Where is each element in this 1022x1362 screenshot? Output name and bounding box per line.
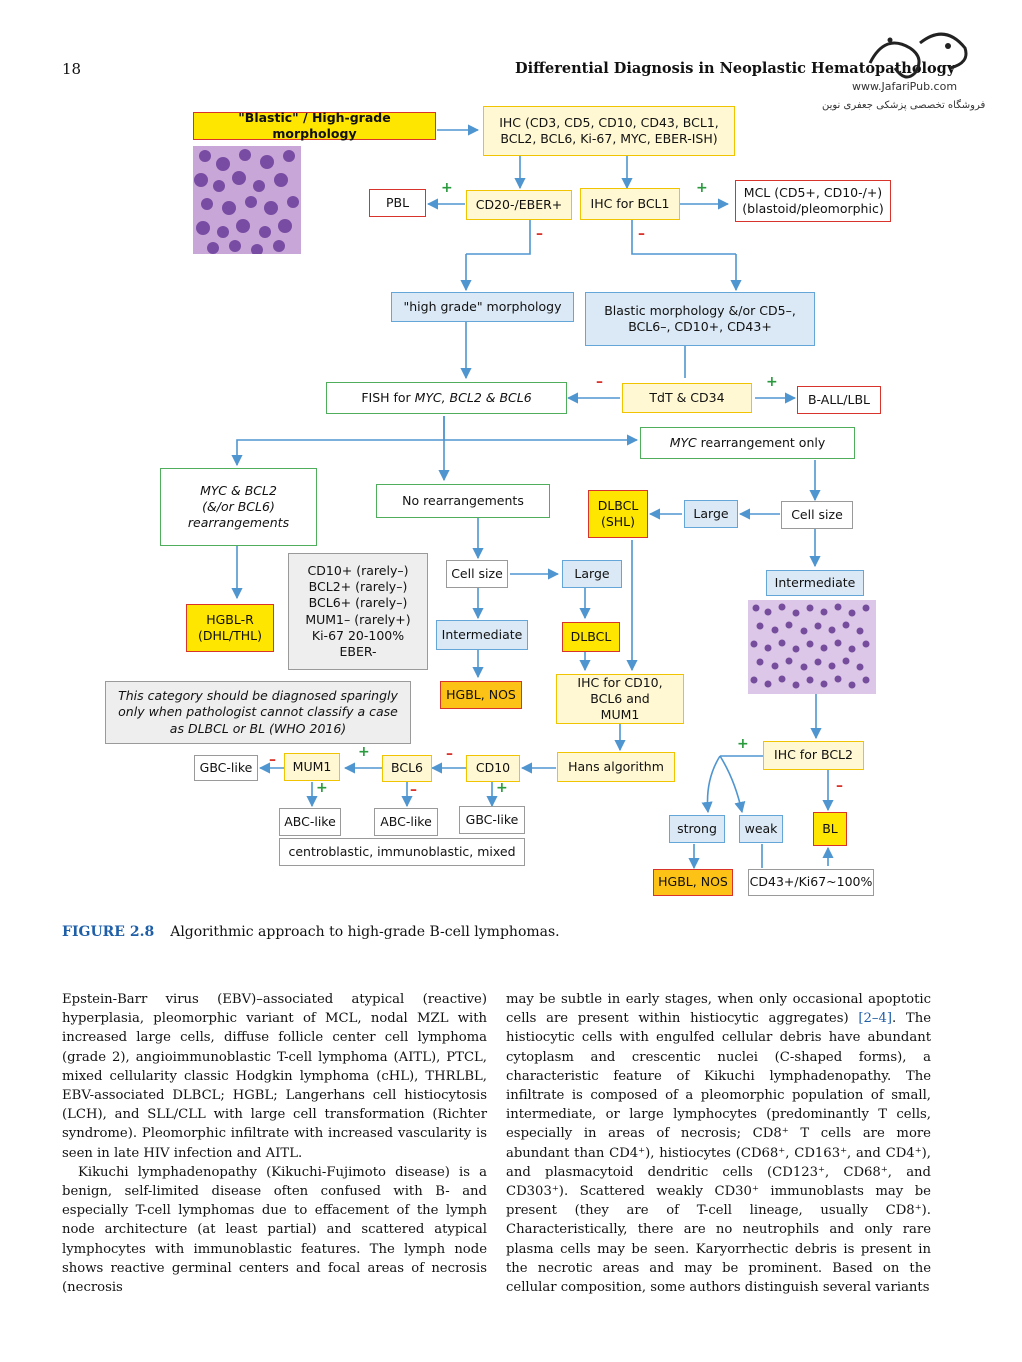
nos-note-box: This category should be diagnosed sparin… — [105, 681, 411, 744]
bcl6-box: BCL6 — [382, 755, 432, 782]
subtypes-box: centroblastic, immunoblastic, mixed — [279, 838, 525, 866]
gbc-like-left-box: GBC-like — [194, 755, 258, 781]
minus-sign: – — [596, 374, 603, 390]
minus-sign: – — [536, 226, 543, 242]
micrograph-blastic-image — [193, 146, 301, 254]
myc-only-rest: rearrangement only — [696, 434, 826, 450]
right-paragraph-rest: . The histiocytic cells with engulfed ce… — [506, 1011, 931, 1296]
myc-bcl2-rearrangements-box: MYC & BCL2 (&/or BCL6) rearrangements — [160, 468, 317, 546]
fish-box: FISH for MYC, BCL2 & BCL6 — [326, 382, 567, 414]
immuno-profile-box: CD10+ (rarely–) BCL2+ (rarely–) BCL6+ (r… — [288, 553, 428, 670]
no-rearrangements-box: No rearrangements — [376, 484, 550, 518]
weak-box: weak — [739, 815, 783, 843]
hgbl-nos-mid-box: HGBL, NOS — [440, 681, 522, 709]
plus-sign: + — [358, 744, 370, 760]
b-all-lbl-box: B-ALL/LBL — [797, 386, 881, 414]
cd43-ki67-box: CD43+/Ki67~100% — [748, 869, 874, 896]
tdt-cd34-box: TdT & CD34 — [622, 383, 752, 413]
minus-sign: – — [446, 746, 453, 762]
cd20-eber-box: CD20-/EBER+ — [466, 190, 572, 220]
watermark-url: www.JafariPub.com — [852, 80, 958, 93]
publisher-logo — [868, 32, 968, 79]
cell-size-right-box: Cell size — [781, 501, 853, 529]
hgbl-nos-right-box: HGBL, NOS — [653, 869, 733, 896]
running-title: Differential Diagnosis in Neoplastic Hem… — [515, 60, 956, 77]
right-column: may be subtle in early stages, when only… — [506, 990, 931, 1297]
intermediate-mid-box: Intermediate — [436, 620, 528, 650]
dlbcl-shl-box: DLBCL (SHL) — [588, 490, 648, 538]
left-paragraph-1: Epstein-Barr virus (EBV)–associated atyp… — [62, 992, 487, 1161]
minus-sign: – — [410, 782, 417, 798]
profile-eber: EBER- — [339, 644, 377, 659]
pbl-box: PBL — [369, 189, 426, 217]
plus-sign: + — [696, 180, 708, 196]
abc-like-1-box: ABC-like — [279, 808, 341, 836]
micrograph-intermediate-image — [748, 600, 876, 694]
profile-bcl2: BCL2+ (rarely–) — [308, 579, 408, 594]
ihc-cd10-bcl6-mum1-box: IHC for CD10, BCL6 and MUM1 — [556, 674, 684, 724]
myc-only-gene: MYC — [669, 434, 697, 450]
ihc-bcl1-box: IHC for BCL1 — [580, 188, 680, 220]
page-number: 18 — [62, 60, 82, 78]
profile-mum1: MUM1– (rarely+) — [305, 611, 411, 627]
fish-prefix: FISH for — [361, 389, 415, 405]
profile-cd10: CD10+ (rarely–) — [307, 562, 409, 578]
minus-sign: – — [638, 226, 645, 242]
myc-only-box: MYC rearrangement only — [640, 427, 855, 459]
figure-caption-text: Algorithmic approach to high-grade B-cel… — [170, 924, 560, 940]
flowchart: "Blastic" / High-grade morphology IHC (C… — [105, 106, 891, 896]
plus-sign: + — [441, 180, 453, 196]
dlbcl-box: DLBCL — [562, 622, 620, 652]
citation-link[interactable]: [2–4] — [858, 1011, 893, 1027]
right-paragraph: may be subtle in early stages, when only… — [506, 990, 931, 1297]
right-paragraph-start: may be subtle in early stages, when only… — [506, 992, 931, 1027]
plus-sign: + — [737, 736, 749, 752]
plus-sign: + — [316, 780, 328, 796]
left-paragraph-2: Kikuchi lymphadenopathy (Kikuchi-Fujimot… — [62, 1164, 487, 1296]
hgbl-r-box: HGBL-R (DHL/THL) — [186, 604, 274, 652]
bl-box: BL — [813, 812, 847, 846]
minus-sign: – — [836, 778, 843, 794]
strong-box: strong — [669, 815, 725, 843]
fish-genes: MYC, BCL2 & BCL6 — [414, 389, 532, 405]
gbc-like-2-box: GBC-like — [459, 806, 525, 834]
cd10-box: CD10 — [466, 755, 520, 782]
minus-sign: – — [269, 752, 276, 768]
high-grade-morphology-box: "high grade" morphology — [391, 292, 574, 322]
profile-bcl6: BCL6+ (rarely–) — [308, 595, 408, 611]
left-column: Epstein-Barr virus (EBV)–associated atyp… — [62, 990, 487, 1297]
connector-arrows — [231, 124, 834, 870]
mum1-box: MUM1 — [284, 753, 340, 781]
hans-algorithm-box: Hans algorithm — [557, 752, 675, 782]
abc-like-2-box: ABC-like — [374, 808, 438, 836]
figure-label: FIGURE 2.8 — [62, 924, 155, 940]
blastic-morphology-box: "Blastic" / High-grade morphology — [193, 110, 436, 141]
large-right-box: Large — [684, 500, 738, 528]
intermediate-right-box: Intermediate — [766, 570, 864, 596]
cell-size-mid-box: Cell size — [446, 560, 508, 588]
ihc-panel-box: IHC (CD3, CD5, CD10, CD43, BCL1, BCL2, B… — [483, 106, 735, 156]
ihc-bcl2-box: IHC for BCL2 — [763, 741, 864, 770]
watermark-text: فروشگاه تخصصی پزشکی جعفری نوین — [822, 100, 986, 111]
mcl-box: MCL (CD5+, CD10-/+) (blastoid/pleomorphi… — [735, 180, 891, 222]
plus-sign: + — [766, 374, 778, 390]
blastic-morphology-cd-box: Blastic morphology &/or CD5–, BCL6–, CD1… — [585, 292, 815, 346]
large-mid-box: Large — [562, 560, 622, 588]
plus-sign: + — [496, 780, 508, 796]
profile-ki67: Ki-67 20-100% — [311, 627, 405, 643]
figure-caption: FIGURE 2.8 Algorithmic approach to high-g… — [62, 924, 560, 940]
